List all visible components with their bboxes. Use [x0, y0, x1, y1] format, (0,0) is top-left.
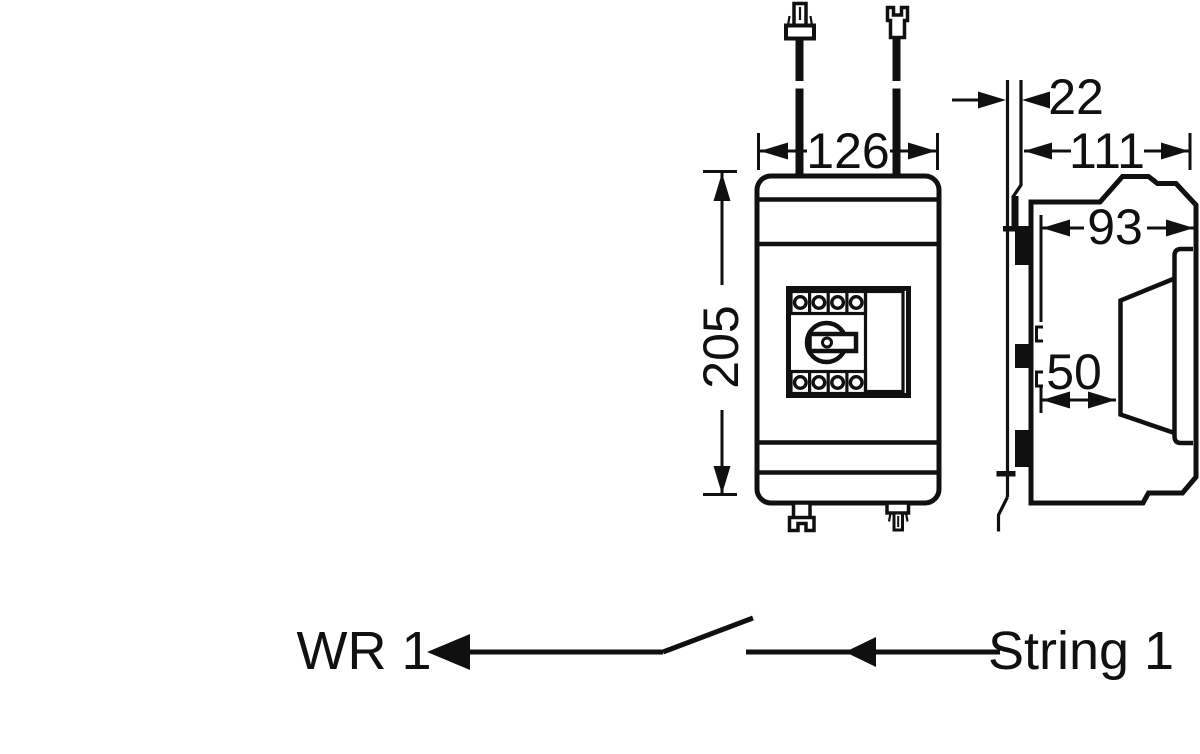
side-view: 22 111	[952, 69, 1199, 532]
mount-clip	[1015, 430, 1030, 467]
switch-side-plate	[863, 289, 905, 394]
wiring-schematic: WR 1 String 1	[297, 615, 1174, 681]
dimension-total-depth-111: 111	[1024, 123, 1192, 179]
terminal-screw-icon	[830, 295, 846, 311]
mount-clip	[1015, 231, 1030, 265]
connector-top-left-male	[784, 1, 816, 41]
bracket-flange-bottom	[996, 471, 1016, 477]
inverter-label: WR 1	[297, 621, 432, 681]
cable-top-right-lower	[892, 88, 901, 178]
arrow-left-icon	[1024, 142, 1052, 160]
dim-width-label: 126	[806, 123, 889, 179]
arrow-right-icon	[908, 142, 936, 160]
disconnect-switch-module	[786, 286, 911, 398]
terminal-screw-icon	[830, 375, 846, 391]
dim-mount-depth-label: 22	[1048, 69, 1104, 125]
arrow-left-icon	[1042, 219, 1070, 237]
dim-body-depth-label: 93	[1087, 199, 1143, 255]
connector-barb-right	[904, 512, 909, 522]
arrow-left-icon	[1022, 91, 1050, 109]
connector-bottom-left-female	[787, 501, 816, 533]
enclosure-side-outline	[1028, 174, 1199, 506]
arrow-right-icon	[1088, 391, 1116, 409]
connector-top-right-female	[885, 5, 910, 40]
bracket-flange-top	[1003, 226, 1030, 232]
arrow-left-icon	[1042, 391, 1070, 409]
arrow-down-icon	[713, 466, 731, 494]
top-cables	[795, 36, 901, 178]
cable-top-left-lower	[795, 88, 804, 178]
connector-foot	[787, 515, 816, 533]
mount-clip	[1015, 344, 1030, 368]
cable-top-left	[795, 36, 804, 81]
connector-outline	[885, 5, 910, 40]
dim-total-depth-label: 111	[1069, 123, 1145, 179]
switch-blade	[662, 615, 754, 655]
arrow-right-icon	[1161, 142, 1189, 160]
handle-screw-icon	[821, 336, 833, 349]
rear-lug-top	[1035, 325, 1043, 343]
rear-lug-bottom	[1035, 370, 1043, 388]
dimension-body-depth-93: 93	[1039, 199, 1194, 322]
cover-profile	[1172, 246, 1193, 446]
dimension-height-205: 205	[693, 170, 749, 496]
connector-body	[784, 23, 816, 41]
flow-arrow-icon	[845, 637, 876, 667]
connector-bottom-right-male	[885, 501, 911, 532]
terminal-screw-icon	[848, 375, 864, 391]
rail-top-hook	[1011, 80, 1023, 199]
terminal-row-bottom	[789, 369, 868, 396]
terminal-screw-icon	[811, 295, 827, 311]
rail-bottom-hook	[996, 496, 1009, 532]
dimension-mount-depth-22: 22	[952, 69, 1104, 125]
bracket-bar	[1011, 196, 1019, 229]
front-view: 126 205	[693, 1, 942, 533]
dim-height-label: 205	[693, 305, 749, 388]
cover-window-profile	[1118, 276, 1176, 436]
arrow-right-icon	[978, 91, 1006, 109]
terminal-screw-icon	[811, 375, 827, 391]
dimension-width-126: 126	[757, 123, 939, 179]
cable-top-right	[892, 37, 901, 81]
arrow-right-icon	[1166, 219, 1194, 237]
arrow-left-icon	[760, 142, 788, 160]
connector-barb-left	[887, 512, 892, 522]
arrow-up-icon	[713, 173, 731, 201]
dim-cover-depth-label: 50	[1046, 344, 1102, 400]
wall-mount-rail	[996, 80, 1030, 532]
dimension-cover-depth-50: 50	[1039, 344, 1116, 413]
string-label: String 1	[988, 621, 1174, 681]
terminal-screw-icon	[792, 295, 808, 311]
terminal-screw-icon	[792, 375, 808, 391]
terminal-screw-icon	[848, 295, 864, 311]
arrow-to-inverter-icon	[427, 634, 470, 670]
